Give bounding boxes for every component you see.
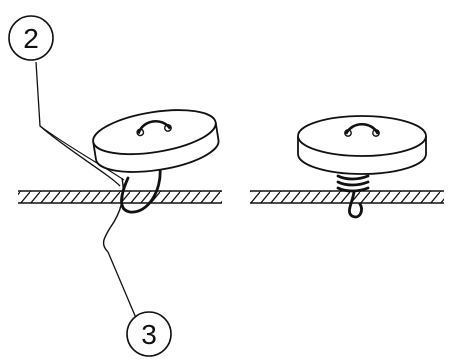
right-panel — [250, 115, 444, 219]
callout-2: 2 — [8, 15, 54, 61]
thread-shank-loop — [120, 166, 162, 214]
leader-line-2 — [35, 61, 121, 187]
callout-3-number: 3 — [141, 319, 157, 350]
callout-2-number: 2 — [23, 23, 39, 54]
thread-tail — [102, 177, 124, 253]
button-tilted — [92, 109, 220, 173]
fabric-right — [250, 190, 444, 204]
fabric-left — [18, 190, 222, 204]
button-straight — [297, 115, 427, 175]
left-panel: 2 3 — [8, 15, 222, 357]
callout-3: 3 — [126, 311, 172, 357]
leader-line-3 — [107, 251, 137, 319]
